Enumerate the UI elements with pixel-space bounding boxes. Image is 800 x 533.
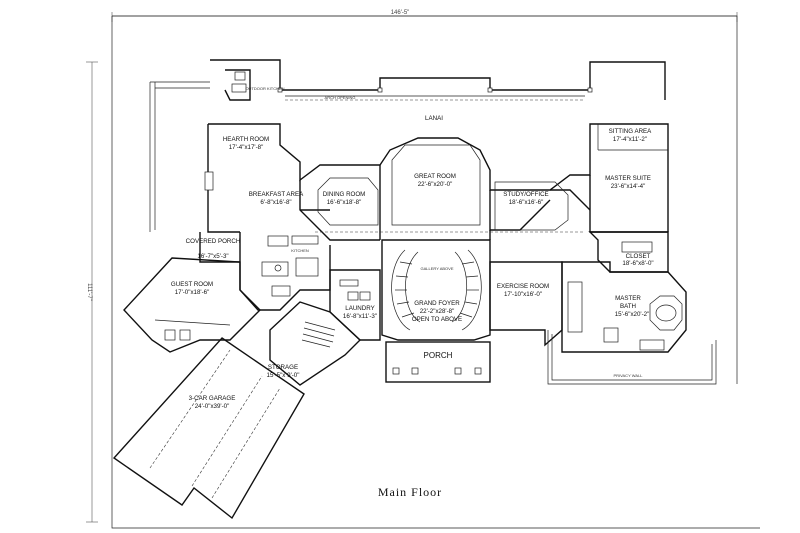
- dining-room-label: DINING ROOM: [323, 191, 366, 198]
- study-office-size: 18'-6"x16'-6": [509, 199, 544, 206]
- hearth-room-label: HEARTH ROOM: [223, 136, 269, 143]
- kitchen: KITCHEN: [239, 232, 331, 311]
- study-office-label: STUDY/OFFICE: [503, 191, 548, 198]
- grand-foyer-note: OPEN TO ABOVE: [412, 316, 462, 323]
- garage-label: 3-CAR GARAGE: [189, 395, 236, 402]
- exercise-room-label: EXERCISE ROOM: [497, 283, 549, 290]
- laundry-size: 16'-8"x11'-3": [343, 313, 377, 320]
- storage: STORAGE 15'-5"x 9'-0": [267, 301, 362, 386]
- front-porch: PORCH: [385, 341, 491, 383]
- master-bath-label: MASTER: [615, 295, 641, 302]
- master-closet: CLOSET 18'-6"x8'-0": [588, 231, 669, 273]
- hearth-room: HEARTH ROOM 17'-4"x17'-8": [204, 136, 269, 191]
- great-room-size: 22'-6"x20'-0": [418, 181, 453, 188]
- main-walls: [207, 123, 669, 241]
- outdoor-kitchen-note: OUTDOOR KITCHEN: [245, 86, 284, 91]
- great-room: GREAT ROOM 22'-6"x20'-0": [391, 144, 481, 226]
- sitting-area-label: SITTING AREA: [609, 128, 653, 135]
- laundry: LAUNDRY 16'-8"x11'-3": [329, 269, 381, 341]
- gallery-above-note: GALLERY ABOVE: [421, 266, 454, 271]
- outdoor-kitchen: OUTDOOR KITCHEN: [224, 69, 285, 101]
- master-bath: MASTER BATH 15'-6"x20'-2": [561, 261, 687, 353]
- breakfast-area: BREAKFAST AREA 6'-8"x16'-8": [249, 191, 304, 206]
- overall-depth-label: 111'-7": [86, 283, 92, 301]
- guest-room-label: GUEST ROOM: [171, 281, 213, 288]
- exercise-room-size: 17'-10"x16'-0": [504, 291, 542, 298]
- storage-label: STORAGE: [268, 364, 298, 371]
- great-room-label: GREAT ROOM: [414, 173, 456, 180]
- guest-room-size: 17'-0"x18'-6": [175, 289, 210, 296]
- dining-room-size: 16'-6"x18'-8": [327, 199, 362, 206]
- master-suite-size: 23'-6"x14'-4": [611, 183, 646, 190]
- master-suite: SITTING AREA 17'-4"x11'-2" MASTER SUITE …: [597, 124, 668, 190]
- closet-label: CLOSET: [626, 253, 651, 260]
- covered-porch: COVERED PORCH 16'-7"x5'-3": [186, 232, 241, 263]
- lanai-label: LANAI: [425, 115, 443, 122]
- lanai: ARCH OPENING LANAI: [210, 59, 666, 122]
- storage-size: 15'-5"x 9'-0": [267, 372, 300, 379]
- grand-foyer-label: GRAND FOYER: [414, 300, 460, 307]
- overall-width-label: 146'-5": [391, 10, 410, 16]
- closet-size: 18'-6"x8'-0": [622, 260, 653, 267]
- master-bath-label-2: BATH: [620, 303, 636, 310]
- foyer-stair-treads: [395, 261, 479, 318]
- laundry-label: LAUNDRY: [345, 305, 374, 312]
- study-office: STUDY/OFFICE 18'-6"x16'-6": [494, 181, 569, 231]
- covered-porch-size: 16'-7"x5'-3": [197, 253, 228, 260]
- floor-title: Main Floor: [378, 485, 442, 499]
- grand-foyer-size: 22'-2"x28'-8": [420, 308, 455, 315]
- private-patio: PRIVACY WALL: [547, 330, 717, 385]
- guest-room: GUEST ROOM 17'-0"x18'-6": [123, 257, 261, 353]
- master-bath-size: 15'-6"x20'-2": [615, 311, 650, 318]
- breakfast-area-label: BREAKFAST AREA: [249, 191, 304, 198]
- porch-label: PORCH: [424, 351, 453, 360]
- sitting-area-size: 17'-4"x11'-2": [613, 136, 647, 143]
- breakfast-area-size: 6'-8"x16'-8": [260, 199, 291, 206]
- site-outline: [111, 15, 760, 529]
- lanai-opening-note: ARCH OPENING: [325, 95, 356, 100]
- hearth-room-size: 17'-4"x17'-8": [229, 144, 264, 151]
- covered-porch-label: COVERED PORCH: [186, 238, 241, 245]
- grand-foyer: GALLERY ABOVE GRAND FOYER 22'-2"x28'-8" …: [381, 239, 491, 341]
- kitchen-note: KITCHEN: [291, 248, 309, 253]
- garage: 3-CAR GARAGE 24'-0"x39'-0": [112, 337, 305, 520]
- exercise-room: EXERCISE ROOM 17'-10"x16'-0": [489, 261, 563, 347]
- master-suite-label: MASTER SUITE: [605, 175, 651, 182]
- dining-room: DINING ROOM 16'-6"x18'-8": [317, 177, 379, 226]
- private-wall-note: PRIVACY WALL: [613, 373, 643, 378]
- garage-size: 24'-0"x39'-0": [195, 403, 230, 410]
